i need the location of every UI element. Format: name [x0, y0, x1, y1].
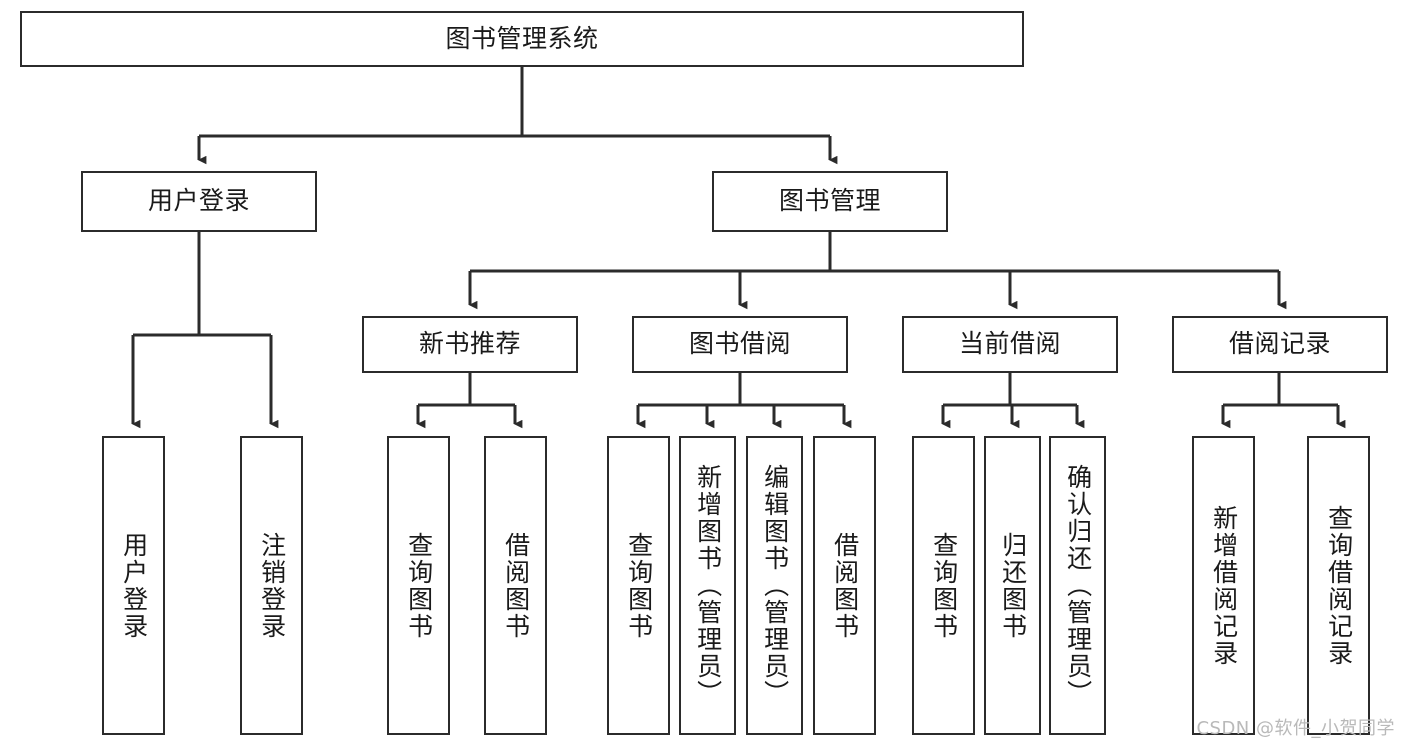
node-user-login-label: 用户登录 — [147, 186, 250, 216]
leaf-query-book-borrow[interactable]: 查询图书 — [607, 436, 670, 735]
node-book-borrow-label: 图书借阅 — [688, 329, 791, 359]
node-book-borrow[interactable]: 图书借阅 — [632, 316, 848, 373]
leaf-return-book-label: 归还图书 — [998, 531, 1028, 640]
leaf-logout-login[interactable]: 注销登录 — [240, 436, 303, 735]
leaf-confirm-return-admin-label: 确认归还（管理员） — [1063, 464, 1093, 707]
node-user-login[interactable]: 用户登录 — [81, 171, 317, 232]
node-borrow-record-label: 借阅记录 — [1228, 329, 1331, 359]
leaf-query-book-recommend[interactable]: 查询图书 — [387, 436, 450, 735]
node-book-manage-label: 图书管理 — [778, 186, 881, 216]
leaf-borrow-book-recommend[interactable]: 借阅图书 — [484, 436, 547, 735]
node-borrow-record[interactable]: 借阅记录 — [1172, 316, 1388, 373]
leaf-add-book-admin[interactable]: 新增图书（管理员） — [679, 436, 736, 735]
leaf-query-book-current[interactable]: 查询图书 — [912, 436, 975, 735]
watermark: CSDN @软件_小贺同学 — [1196, 718, 1395, 739]
leaf-logout-login-label: 注销登录 — [257, 531, 287, 640]
leaf-borrow-book-recommend-label: 借阅图书 — [501, 531, 531, 640]
node-root[interactable]: 图书管理系统 — [20, 11, 1024, 67]
leaf-user-login-label: 用户登录 — [119, 531, 149, 640]
leaf-borrow-book[interactable]: 借阅图书 — [813, 436, 876, 735]
leaf-user-login[interactable]: 用户登录 — [102, 436, 165, 735]
leaf-edit-book-admin-label: 编辑图书（管理员） — [760, 464, 790, 707]
node-book-manage[interactable]: 图书管理 — [712, 171, 948, 232]
leaf-add-borrow-record[interactable]: 新增借阅记录 — [1192, 436, 1255, 735]
leaf-borrow-book-label: 借阅图书 — [830, 531, 860, 640]
leaf-edit-book-admin[interactable]: 编辑图书（管理员） — [746, 436, 803, 735]
node-root-label: 图书管理系统 — [445, 23, 599, 53]
leaf-add-book-admin-label: 新增图书（管理员） — [693, 464, 723, 707]
leaf-query-book-recommend-label: 查询图书 — [404, 531, 434, 640]
leaf-add-borrow-record-label: 新增借阅记录 — [1209, 504, 1239, 667]
leaf-query-book-current-label: 查询图书 — [929, 531, 959, 640]
leaf-confirm-return-admin[interactable]: 确认归还（管理员） — [1049, 436, 1106, 735]
node-new-book-recommend-label: 新书推荐 — [418, 329, 521, 359]
node-current-borrow[interactable]: 当前借阅 — [902, 316, 1118, 373]
node-new-book-recommend[interactable]: 新书推荐 — [362, 316, 578, 373]
leaf-query-book-borrow-label: 查询图书 — [624, 531, 654, 640]
leaf-query-borrow-record-label: 查询借阅记录 — [1324, 504, 1354, 667]
node-current-borrow-label: 当前借阅 — [958, 329, 1061, 359]
leaf-query-borrow-record[interactable]: 查询借阅记录 — [1307, 436, 1370, 735]
leaf-return-book[interactable]: 归还图书 — [984, 436, 1041, 735]
